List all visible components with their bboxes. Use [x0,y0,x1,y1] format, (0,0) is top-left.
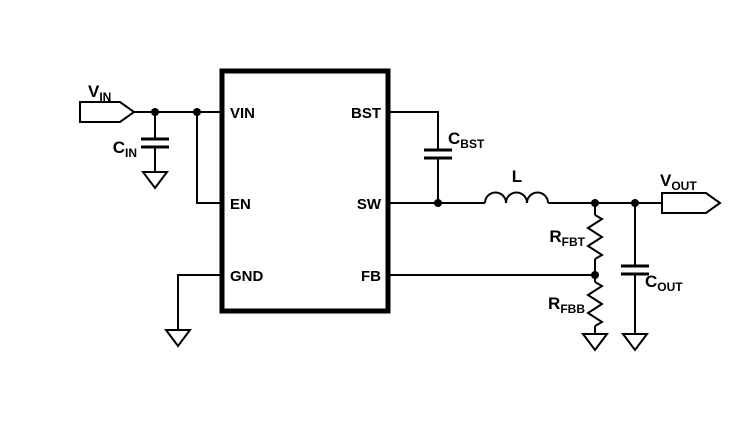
pin-label-bst: BST [351,105,381,122]
pin-label-en: EN [230,196,251,213]
ground-cin-icon [141,171,169,190]
pin-label-vin: VIN [230,105,255,122]
junction-rfbt-sw [591,199,599,207]
rfbb-resistor [586,281,604,327]
junction-fb [591,271,599,279]
label-vout: VOUT [660,171,697,193]
vin-flag-icon [79,101,136,123]
inductor-symbol [484,191,549,204]
label-cbst: CBST [448,129,485,151]
label-vin: VIN [88,82,111,104]
junction-cin [151,108,159,116]
capacitors [141,137,649,276]
label-cin: CIN [113,138,137,160]
wires [134,111,662,334]
cout-capacitor [621,264,649,276]
ground-rfbb-icon [581,333,609,352]
rfbt-resistor [586,214,604,260]
ground-ic-icon [164,329,192,348]
label-inductor: L [512,167,522,186]
label-rfbb: RFBB [548,294,585,316]
pin-label-fb: FB [361,268,381,285]
cbst-capacitor [424,148,452,160]
pin-label-sw: SW [357,196,382,213]
pin-label-gnd: GND [230,268,264,285]
vout-flag-icon [661,192,722,214]
junction-cout-sw [631,199,639,207]
cin-capacitor [141,137,169,149]
junction-dots [151,108,639,279]
wire-gnd-branch [177,274,222,330]
label-rfbt: RFBT [549,227,585,249]
wire-bst-top [388,111,439,150]
junction-en [193,108,201,116]
ground-cout-icon [621,333,649,352]
ic-body [219,68,391,314]
wire-en-branch [196,112,222,204]
label-cout: COUT [645,272,683,294]
junction-bst-sw [434,199,442,207]
